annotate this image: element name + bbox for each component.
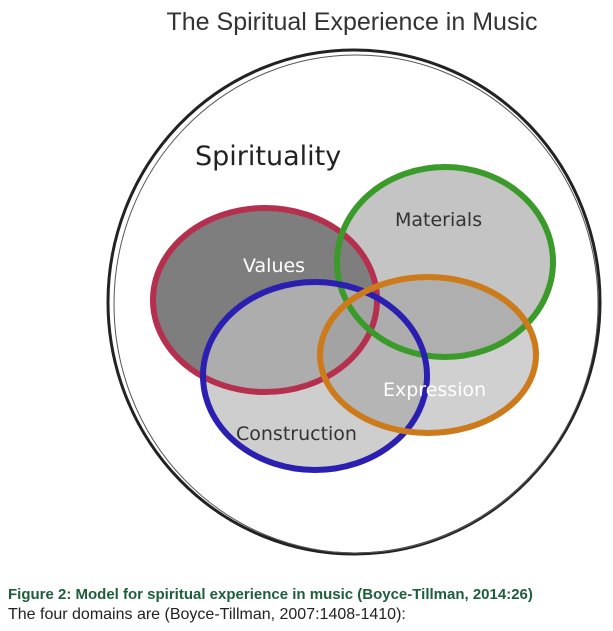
diagram-title: The Spiritual Experience in Music xyxy=(167,8,538,36)
values-label: Values xyxy=(243,255,305,277)
materials-circle xyxy=(334,164,556,360)
spirituality-circle-sketch xyxy=(113,54,599,554)
figure-caption: Figure 2: Model for spiritual experience… xyxy=(8,586,533,603)
expression-circle xyxy=(317,274,539,436)
domain-circles xyxy=(150,164,556,473)
materials-label: Materials xyxy=(395,209,482,231)
body-text: The four domains are (Boyce-Tillman, 200… xyxy=(8,606,406,623)
construction-label: Construction xyxy=(236,423,357,445)
construction-circle xyxy=(200,279,430,473)
spirituality-circle xyxy=(106,48,602,556)
expression-label: Expression xyxy=(383,379,486,401)
spirituality-label: Spirituality xyxy=(195,141,341,172)
spiritual-experience-diagram: The Spiritual Experience in Music Spirit… xyxy=(106,8,602,556)
